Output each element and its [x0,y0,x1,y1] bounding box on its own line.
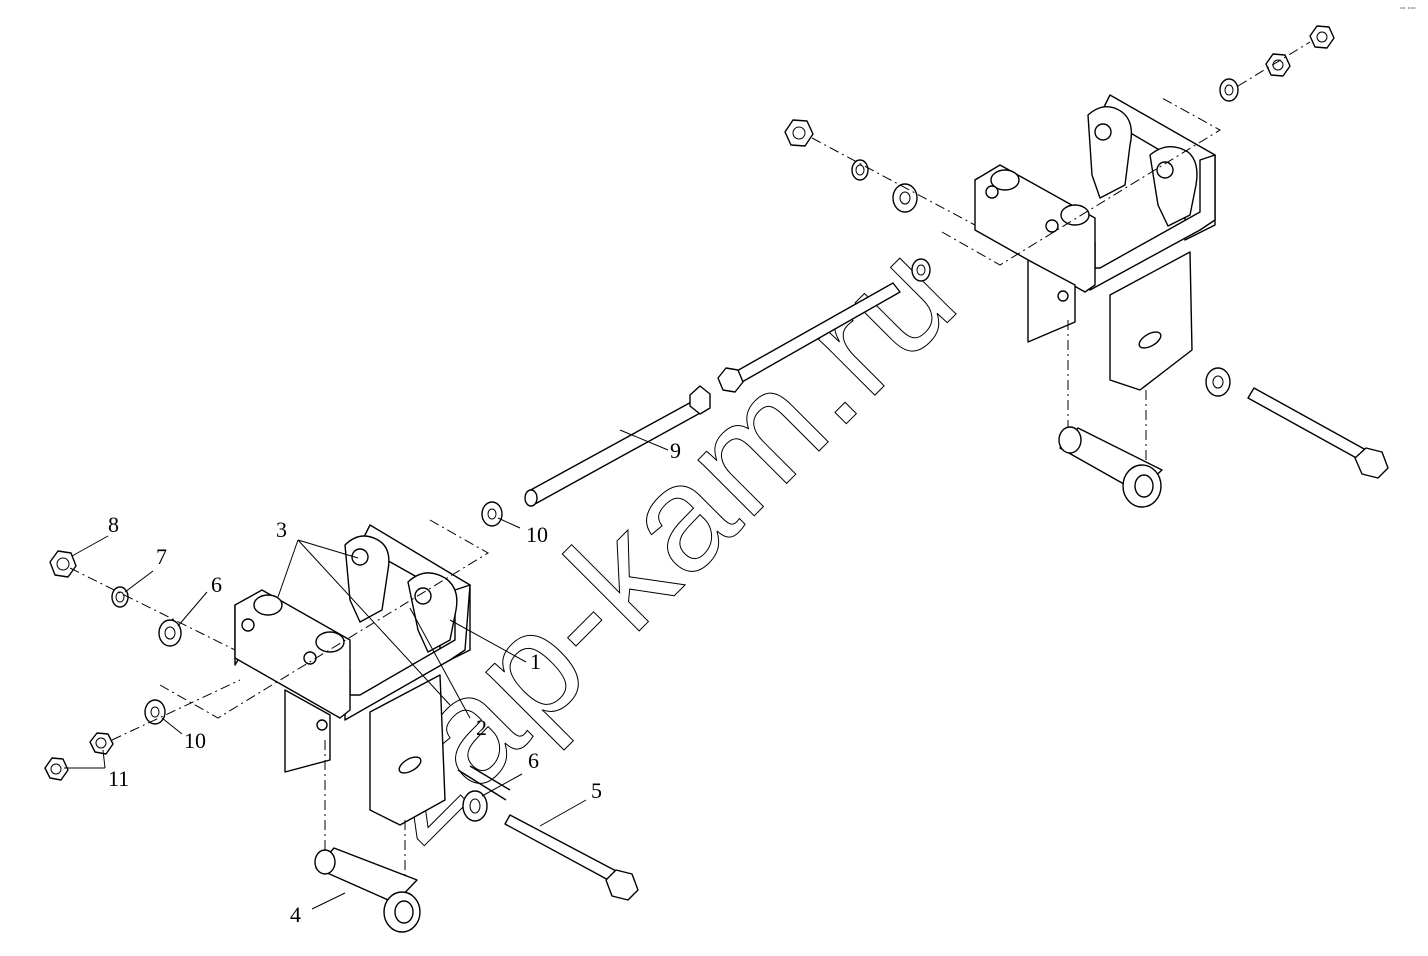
left-bushing-end-a [314,849,336,875]
left-bracket-axis-frame [159,519,489,719]
callout-10-lower: 10 [184,728,206,753]
right-nut-large [784,119,814,147]
callout-7: 7 [156,544,167,569]
right-bracket-face [974,164,1096,293]
right-top-washer [1219,78,1239,102]
right-bushing [1058,426,1163,508]
nut-11-b [44,757,69,781]
right-rear-ear [1087,106,1133,199]
callout-3: 3 [276,517,287,542]
right-washer-upper [892,183,918,213]
right-lock-washer [851,159,869,181]
right-front-ear-hole [1156,161,1174,179]
long-pin-head [689,385,711,415]
washer-6-left [158,619,182,647]
right-bracket-axis-frame [941,97,1221,266]
callout-6-upper: 6 [211,572,222,597]
washer-10-upper [481,501,503,527]
callouts: 8 7 6 3 1 2 4 5 6 9 10 10 11 [64,429,681,927]
callout-5: 5 [591,778,602,803]
left-bracket-flange [284,689,331,773]
callout-6-lower: 6 [528,748,539,773]
left-roller-b [315,631,345,653]
right-flange-hole [1057,290,1069,302]
right-center-washer [911,258,931,282]
left-face-hole-a [241,618,255,632]
callout-11: 11 [108,766,129,791]
left-bolt-5 [457,765,639,901]
corner-mark: °° °°° [1400,6,1416,14]
right-fasteners [784,25,1335,226]
right-bolt-shank [1247,387,1367,461]
long-pin-end [524,489,538,507]
right-top-nut-b [1309,25,1335,49]
left-bushing [314,847,421,933]
callout-4: 4 [290,902,301,927]
left-bracket-assembly [159,519,489,895]
left-front-ear-hole [414,587,432,605]
right-front-ear [1149,146,1198,227]
right-bracket-assembly [941,94,1221,470]
callout-8: 8 [108,512,119,537]
right-rear-ear-hole [1094,123,1112,141]
right-roller-b [1060,204,1090,226]
nut-8 [49,550,77,578]
washer-10-lower [144,699,166,725]
callout-2: 2 [476,715,487,740]
left-flange-hole [316,719,328,731]
left-roller-a [253,594,283,616]
nut-11-a [89,732,114,755]
callout-10-upper: 10 [526,522,548,547]
right-bolt-washer [1205,367,1231,397]
left-bracket-face [234,589,351,719]
left-front-ear [407,572,458,653]
right-top-bolt-axis [1237,41,1311,87]
right-bracket-tab [1109,251,1193,391]
callout-1: 1 [530,649,541,674]
right-bushing-bore [1134,474,1154,498]
left-bolt-head [605,869,639,901]
callout-9: 9 [670,438,681,463]
washer-6-bottom [462,790,488,822]
right-tab-slot [1138,331,1162,349]
right-upper-bolt-axis [811,137,976,226]
right-face-hole-b [1045,219,1059,233]
left-tab-slot [398,756,422,774]
right-roller-a [990,169,1020,191]
left-rear-ear-hole [351,548,369,566]
left-bushing-bore [394,900,414,924]
right-long-bolt [717,258,931,393]
right-top-nut-a [1265,53,1291,77]
right-long-bolt-head [717,367,744,393]
long-pin-9 [524,385,711,507]
left-bolt-axis [457,765,511,801]
right-face-hole-a [985,185,999,199]
left-rear-ear [344,535,390,623]
right-bracket-flange [1027,259,1076,343]
left-bolt-shank [504,814,619,883]
right-bushing-end-a [1058,426,1082,454]
left-fasteners [44,501,503,822]
right-bolt [1205,367,1389,479]
left-lower-bolt-axis [111,679,241,741]
right-bolt-head [1354,447,1389,479]
